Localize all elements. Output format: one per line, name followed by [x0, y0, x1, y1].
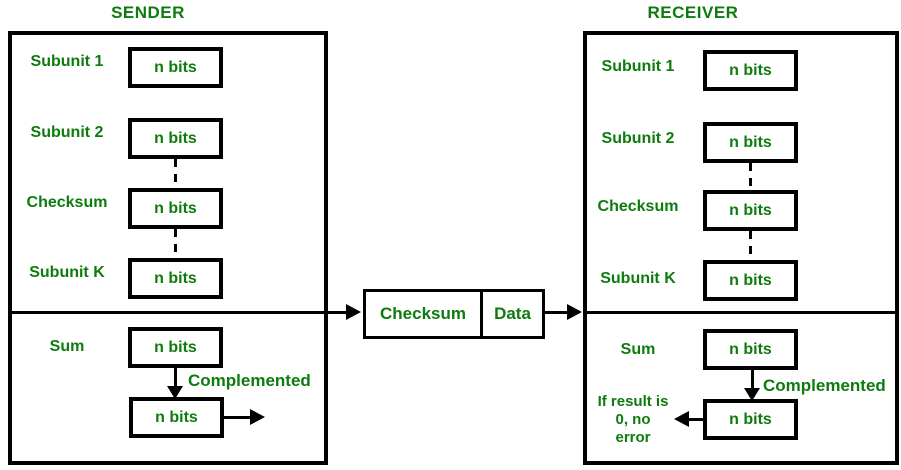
down-arrowhead-icon: [744, 388, 760, 401]
receiver-complement-arrow-line: [751, 369, 754, 390]
right-arrowhead-icon: [346, 304, 361, 320]
right-arrowhead-icon: [567, 304, 582, 320]
sender-complement-nbits-box: n bits: [129, 397, 224, 438]
transmission-checksum-cell: Checksum: [366, 292, 483, 336]
receiver-divider-line: [583, 311, 899, 314]
receiver-dashed-connector-2: [749, 231, 752, 260]
receiver-result-note: If result is 0, no error: [597, 393, 669, 446]
receiver-checksum-nbits-box: n bits: [703, 190, 798, 231]
sender-subunit1-label: Subunit 1: [30, 53, 104, 70]
sender-divider-output-line: [8, 311, 347, 314]
receiver-subunit2-label: Subunit 2: [601, 130, 675, 147]
sender-dashed-connector-1: [174, 159, 177, 188]
receiver-sum-label: Sum: [620, 341, 656, 358]
sender-complement-output-line: [224, 416, 251, 419]
sender-subunit2-label: Subunit 2: [30, 124, 104, 141]
sender-subunitk-label: Subunit K: [29, 264, 105, 281]
sender-complemented-label: Complemented: [188, 371, 311, 390]
receiver-complemented-label: Complemented: [763, 376, 886, 395]
transmission-to-receiver-line: [545, 311, 568, 314]
receiver-dashed-connector-1: [749, 163, 752, 190]
receiver-subunitk-nbits-box: n bits: [703, 260, 798, 301]
sender-title: SENDER: [111, 3, 185, 22]
receiver-result-line: [688, 418, 704, 421]
sender-subunit2-nbits-box: n bits: [128, 118, 223, 159]
receiver-subunitk-label: Subunit K: [600, 270, 676, 287]
sender-subunit1-nbits-box: n bits: [128, 47, 223, 88]
left-arrowhead-icon: [674, 411, 689, 427]
sender-complement-arrow-line: [174, 367, 177, 388]
receiver-sum-nbits-box: n bits: [703, 329, 798, 370]
sender-checksum-label: Checksum: [26, 194, 108, 211]
sender-dashed-connector-2: [174, 229, 177, 258]
receiver-title: RECEIVER: [647, 3, 739, 22]
transmission-frame: Checksum Data: [363, 289, 545, 339]
sender-subunitk-nbits-box: n bits: [128, 258, 223, 299]
sender-sum-label: Sum: [49, 338, 85, 355]
transmission-data-cell: Data: [494, 304, 531, 323]
receiver-box: [583, 31, 899, 465]
sender-box: [8, 31, 328, 465]
sender-checksum-nbits-box: n bits: [128, 188, 223, 229]
receiver-subunit2-nbits-box: n bits: [703, 122, 798, 163]
receiver-subunit1-nbits-box: n bits: [703, 50, 798, 91]
receiver-complement-nbits-box: n bits: [703, 399, 798, 440]
sender-sum-nbits-box: n bits: [128, 327, 223, 368]
receiver-subunit1-label: Subunit 1: [601, 58, 675, 75]
down-arrowhead-icon: [167, 386, 183, 399]
right-arrowhead-icon: [250, 409, 265, 425]
receiver-checksum-label: Checksum: [597, 198, 679, 215]
